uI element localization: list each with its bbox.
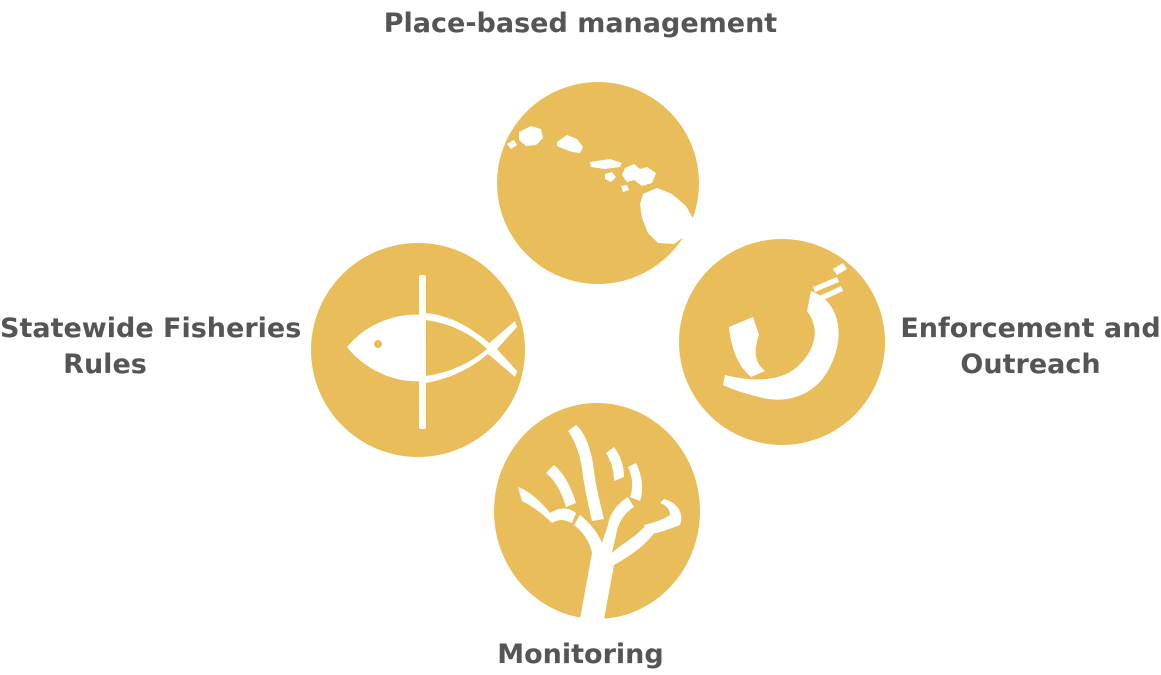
enforcement-and-outreach-label: Enforcement and Outreach — [900, 311, 1161, 383]
hawaiian-islands-icon — [497, 82, 699, 284]
monitoring-label: Monitoring — [0, 637, 1161, 673]
label-text-line2: Rules — [63, 349, 147, 380]
fish-icon — [311, 243, 525, 457]
label-text: Monitoring — [497, 639, 664, 670]
place-based-management-circle — [497, 82, 699, 284]
label-text-line2: Outreach — [960, 349, 1101, 380]
label-text: Place-based management — [383, 8, 778, 39]
enforcement-and-outreach-circle — [679, 239, 885, 445]
place-based-management-label: Place-based management — [0, 6, 1161, 42]
label-text-line1: Statewide Fisheries — [0, 313, 302, 344]
statewide-fisheries-rules-label: Statewide Fisheries Rules — [0, 311, 302, 383]
statewide-fisheries-rules-circle — [311, 243, 525, 457]
coral-icon — [494, 403, 700, 619]
fish-hook-icon — [679, 239, 885, 445]
monitoring-circle — [494, 403, 700, 619]
label-text-line1: Enforcement and — [900, 313, 1161, 344]
